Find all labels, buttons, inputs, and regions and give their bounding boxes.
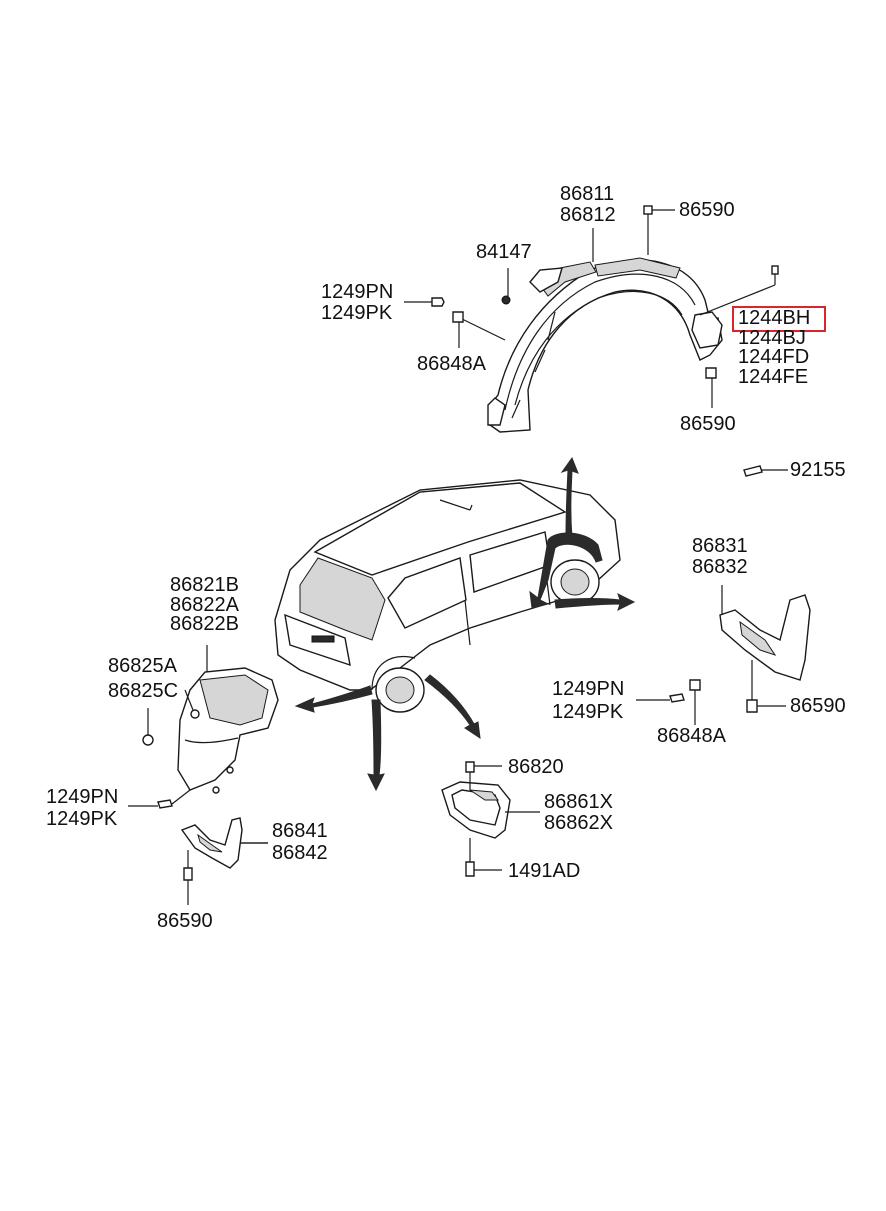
label-86831: 86831: [692, 535, 748, 557]
label-86590-right: 86590: [790, 695, 846, 717]
label-86848a-top: 86848A: [417, 353, 486, 375]
label-1249pn-right: 1249PN: [552, 678, 625, 700]
label-1244bh: 1244BH: [738, 307, 811, 329]
label-1249pk-right: 1249PK: [552, 701, 624, 723]
label-92155: 92155: [790, 459, 846, 481]
label-86822a: 86822A: [170, 594, 239, 616]
label-1491ad: 1491AD: [508, 860, 581, 882]
car-illustration: [274, 479, 621, 713]
label-86821b: 86821B: [170, 574, 239, 596]
label-1249pn-left: 1249PN: [46, 786, 119, 808]
label-86590-top: 86590: [679, 199, 735, 221]
label-86825a: 86825A: [108, 655, 177, 677]
rear-wheel-liner: [487, 257, 723, 433]
label-1249pn-top: 1249PN: [321, 281, 394, 303]
label-1244fe: 1244FE: [738, 366, 809, 388]
label-1249pk-left: 1249PK: [46, 808, 118, 830]
direction-arrows: [294, 456, 636, 792]
label-86822b: 86822B: [170, 613, 239, 635]
label-86861x: 86861X: [544, 791, 613, 813]
label-86590-mid: 86590: [680, 413, 736, 435]
label-86825c: 86825C: [108, 680, 179, 702]
label-86811: 86811: [560, 183, 615, 205]
label-1249pk-top: 1249PK: [321, 302, 393, 324]
rear-splash-shield: [128, 645, 279, 809]
label-86862x: 86862X: [544, 812, 613, 834]
label-86820: 86820: [508, 756, 564, 778]
fasteners-top: [431, 205, 788, 477]
label-86848a-right: 86848A: [657, 725, 726, 747]
label-86842: 86842: [272, 842, 328, 864]
highlight-box: [732, 306, 826, 332]
side-mud-guard: [441, 761, 540, 877]
leader-lines-top: [404, 209, 776, 408]
label-1244fd: 1244FD: [738, 346, 810, 368]
label-86832: 86832: [692, 556, 748, 578]
label-1244bj: 1244BJ: [738, 327, 806, 349]
label-86812: 86812: [560, 204, 616, 226]
rear-mud-flap: [180, 817, 268, 905]
front-mud-flap: [636, 585, 811, 725]
label-84147: 84147: [476, 241, 532, 263]
label-86841: 86841: [272, 820, 328, 842]
label-86590-bottom: 86590: [157, 910, 213, 932]
